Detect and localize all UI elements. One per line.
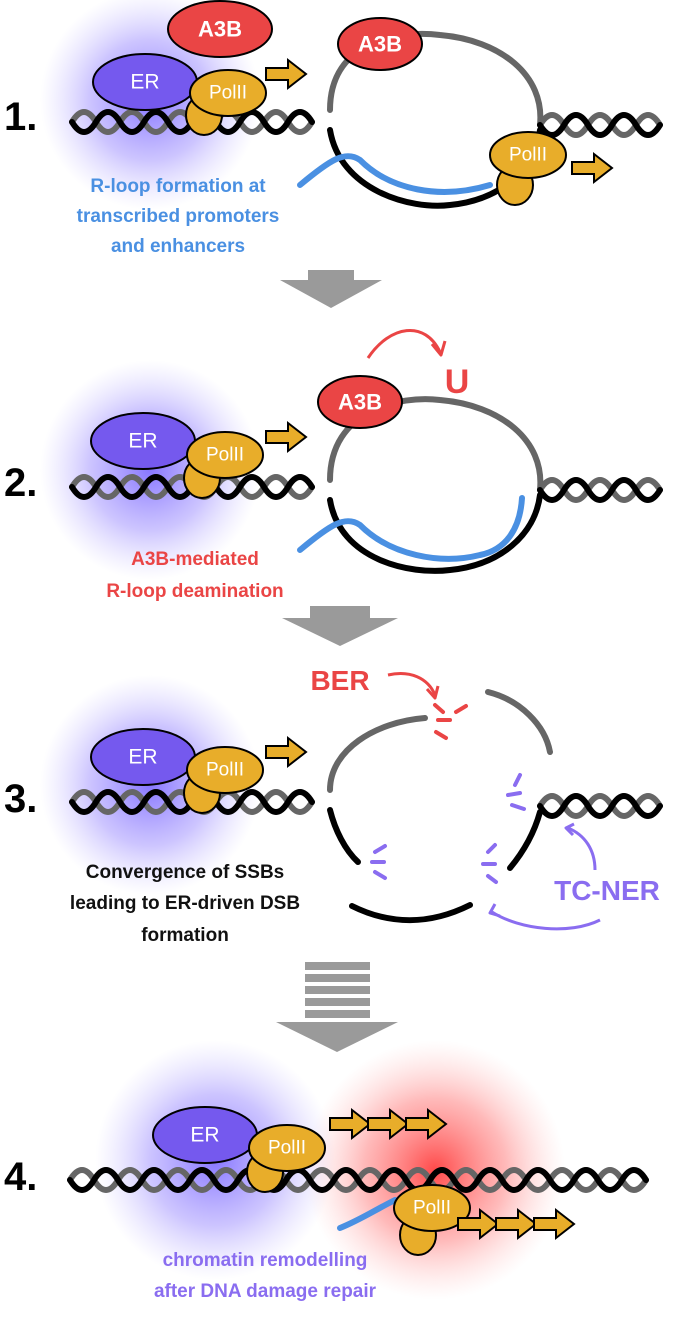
er-label: ER	[190, 1124, 219, 1147]
step-number: 1.	[4, 95, 37, 139]
caption-line: A3B-mediated	[131, 549, 259, 570]
polii-protein	[489, 131, 567, 179]
rna-strand	[297, 153, 493, 195]
ber-arrow	[387, 672, 437, 696]
polii-label: PolII	[206, 760, 244, 781]
dna-strand-grey-right	[537, 477, 663, 503]
a3b-label: A3B	[358, 32, 402, 57]
er-label: ER	[128, 430, 157, 453]
polii-label: PolII	[206, 445, 244, 466]
panel-2: ER PolII A3B U 2. A3B-mediated R-loop de…	[4, 328, 663, 602]
transition-arrow	[282, 606, 398, 646]
caption-line: chromatin remodelling	[163, 1250, 368, 1271]
polii-label: PolII	[209, 83, 247, 104]
direction-arrow	[265, 57, 308, 91]
direction-arrow	[265, 420, 308, 454]
tcner-label: TC-NER	[554, 875, 660, 906]
tcner-break-marks	[370, 773, 526, 884]
direction-arrow	[495, 1207, 538, 1241]
polii-protein	[248, 1124, 326, 1172]
caption-line: leading to ER-driven DSB	[70, 893, 300, 914]
broken-strand-segment	[349, 902, 473, 924]
bubble-bottom-strand	[327, 492, 543, 574]
er-label: ER	[128, 746, 157, 769]
tcner-arrowhead	[488, 903, 501, 918]
dna-strand-black-right	[537, 112, 663, 138]
uracil-mark: U	[445, 363, 470, 401]
panel-4: ER PolII PolII 4. chromatin remodelling …	[4, 1040, 649, 1302]
broken-strand-segment	[327, 715, 428, 793]
caption-line: R-loop formation at	[90, 176, 266, 197]
dna-strand-grey-right	[537, 112, 663, 138]
a3b-label: A3B	[198, 17, 242, 42]
caption-line: formation	[141, 925, 229, 946]
a3b-protein	[167, 0, 273, 58]
polii-label: PolII	[268, 1138, 306, 1159]
ber-break-marks	[433, 703, 468, 740]
panel-1: A3B A3B ER PolII PolII 1. R-loop formati…	[4, 0, 663, 257]
direction-arrow	[533, 1207, 576, 1241]
tcner-arrow	[567, 826, 597, 871]
step-number: 3.	[4, 777, 37, 821]
deamination-arrow	[366, 328, 442, 359]
polii-protein	[186, 746, 264, 794]
rna-strand	[337, 1197, 398, 1231]
broken-strand-segment	[507, 809, 543, 871]
polii-protein	[393, 1184, 471, 1232]
dna-strand-black	[67, 1167, 649, 1193]
dna-strand-black-right	[537, 793, 663, 819]
a3b-label: A3B	[338, 390, 382, 415]
polii-label: PolII	[509, 145, 547, 166]
er-label: ER	[130, 71, 159, 94]
transition-arrow	[280, 270, 382, 308]
tcner-arrow	[491, 910, 601, 931]
direction-arrow	[405, 1107, 448, 1141]
ber-arrowhead	[425, 685, 440, 700]
direction-arrow	[265, 735, 308, 769]
direction-arrow	[571, 151, 614, 185]
polii-protein	[186, 431, 264, 479]
bubble-top-strand	[327, 396, 544, 493]
dna-strand-black-right	[537, 477, 663, 503]
broken-strand-segment	[327, 807, 361, 865]
panel-3: ER PolII BER TC-NER 3. Convergence of SS…	[4, 665, 663, 946]
caption-line: and enhancers	[111, 236, 245, 257]
direction-arrow	[329, 1107, 372, 1141]
step-number: 2.	[4, 461, 37, 505]
caption-line: Convergence of SSBs	[86, 862, 285, 883]
dna-strand-grey-right	[537, 793, 663, 819]
broken-strand-segment	[485, 689, 553, 755]
polii-label: PolII	[413, 1198, 451, 1219]
caption-line: transcribed promoters	[77, 206, 280, 227]
polii-protein	[189, 69, 267, 117]
bubble-top-strand	[327, 30, 544, 128]
step-number: 4.	[4, 1155, 37, 1199]
transition-arrow	[276, 962, 398, 1052]
direction-arrow	[457, 1207, 500, 1241]
caption-line: R-loop deamination	[106, 581, 283, 602]
ber-label: BER	[310, 665, 369, 696]
deamination-arrowhead	[430, 340, 447, 357]
tcner-arrowhead	[564, 822, 575, 837]
direction-arrow	[367, 1107, 410, 1141]
a3b-protein	[317, 375, 403, 429]
a3b-protein	[337, 17, 423, 71]
rna-strand	[297, 495, 525, 562]
er-glow	[40, 360, 260, 580]
caption-line: after DNA damage repair	[154, 1281, 377, 1302]
